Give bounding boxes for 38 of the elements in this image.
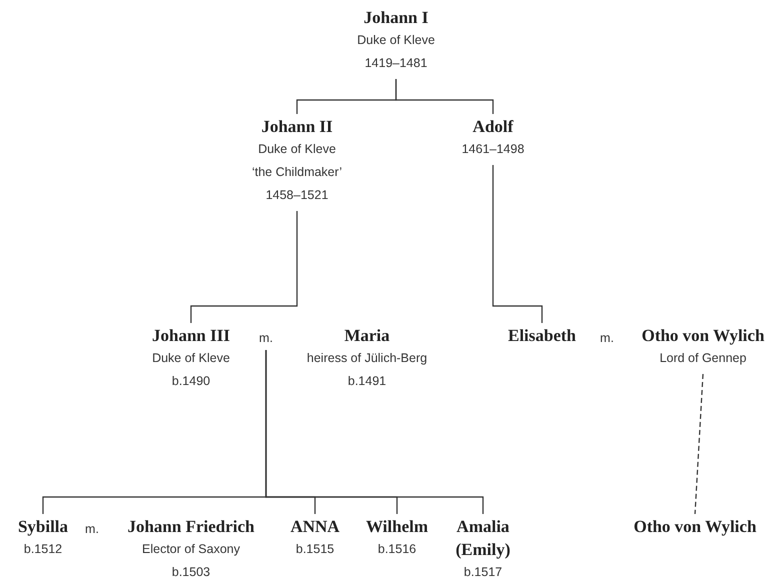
person-name: Sybilla <box>18 516 68 538</box>
person-name: Johann III <box>152 325 230 347</box>
person-detail: heiress of Jülich-Berg <box>306 350 428 367</box>
marriage-mark: m. <box>259 330 273 346</box>
person-name: Otho von Wylich <box>634 516 756 538</box>
person-name: Johann Friedrich <box>127 516 255 538</box>
person-detail: b.1516 <box>378 541 416 558</box>
person-detail: b.1512 <box>24 541 62 558</box>
person-detail: Duke of Kleve <box>258 141 336 158</box>
family-tree-line <box>492 165 543 323</box>
person-detail: b.1491 <box>348 373 386 390</box>
person-detail: 1458–1521 <box>266 187 328 204</box>
person-name: ANNA <box>290 516 340 538</box>
person-detail: 1419–1481 <box>364 55 428 72</box>
marriage-mark: m. <box>85 521 99 537</box>
person-name: Amalia (Emily) <box>454 516 512 561</box>
person-detail: 1461–1498 <box>462 141 524 158</box>
person-detail: Elector of Saxony <box>142 541 240 558</box>
person-name: Elisabeth <box>508 325 576 347</box>
dashed-descent-line <box>694 374 704 514</box>
person-detail: ‘the Childmaker’ <box>252 164 342 181</box>
marriage-mark: m. <box>600 330 614 346</box>
person-detail: Duke of Kleve <box>152 350 230 367</box>
person-name: Wilhelm <box>366 516 428 538</box>
person-name: Johann II <box>261 116 333 138</box>
person-name: Maria <box>344 325 390 347</box>
person-detail: b.1503 <box>172 564 210 581</box>
family-tree-line <box>190 211 298 323</box>
person-name: Adolf <box>472 116 514 138</box>
person-detail: b.1515 <box>296 541 334 558</box>
person-detail: Duke of Kleve <box>357 32 435 49</box>
family-tree-line <box>395 79 494 114</box>
person-name: Johann I <box>364 7 428 29</box>
person-detail: b.1490 <box>172 373 210 390</box>
person-detail: b.1517 <box>464 564 502 581</box>
family-tree-line <box>265 350 484 514</box>
person-name: Otho von Wylich <box>642 325 764 347</box>
person-detail: Lord of Gennep <box>660 350 746 367</box>
